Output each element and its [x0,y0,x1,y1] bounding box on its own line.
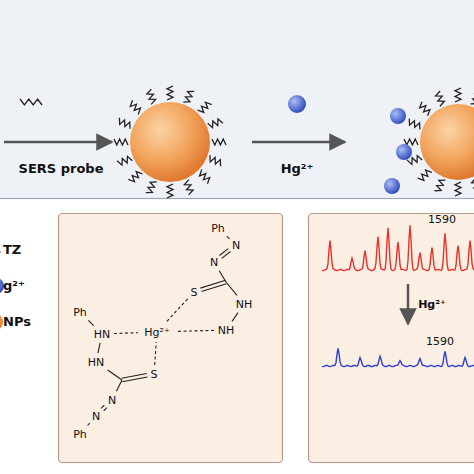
mercury-ion [288,95,306,113]
atom-label: N [92,411,100,422]
ligand-chain [210,155,221,166]
ligand-chain [167,184,173,198]
ligand-chain [146,182,157,193]
structure-panel: PhNNSNHNHHg²⁺PhHNHNSNNPh [58,213,282,462]
atom-label: HN [94,329,111,340]
ligand-chain [114,139,128,145]
legend-label: NPs [3,315,31,328]
mercury-ion [396,144,412,160]
chemical-bond [104,408,107,411]
ligand-chain [455,182,461,196]
panel-background [0,0,474,199]
raman-spectrum [322,348,474,366]
ligand-chain [184,180,193,195]
ligand-chain [117,156,132,165]
ligand-chain [183,91,194,102]
ligand-chain [409,119,420,130]
step-label: Hg²⁺ [281,162,314,175]
ligand-chain [472,178,474,193]
mercury-ion [384,178,400,194]
peak-label: 1590 [428,214,456,225]
chemical-bond [88,423,90,425]
ligand-chain [404,139,418,145]
atom-label: HN [88,357,105,368]
ligand-chain [200,170,210,184]
legend-label: TZ [3,243,21,256]
ligand-chain [418,170,432,180]
chemical-bond [122,377,147,382]
chemical-bond [226,282,237,295]
raman-spectrum [322,225,474,270]
decrease-arrow [407,284,410,324]
ligand-chain [167,86,173,100]
chemical-bond [88,320,93,325]
coordination-bond [166,299,188,323]
ligand-chain [455,88,461,102]
ligand-chain [119,118,130,129]
atom-label: Ph [211,223,225,234]
peak-label: 1590 [426,336,454,347]
spectrum-panel: 1590Hg²⁺1590 [308,213,474,462]
chemical-bond [98,343,100,353]
chemical-bond [201,284,226,292]
chemical-bond [108,370,122,380]
coordination-bond [155,342,157,365]
scheme-panel: SERS probe Hg²⁺ [0,0,474,198]
atom-label: NH [218,325,235,336]
legend-label: g²⁺ [3,279,25,292]
mercury-ion [390,108,406,124]
atom-label: N [210,257,218,268]
atom-label: S [191,287,198,298]
chemical-bond [227,236,230,239]
gold-nanoparticle [420,104,474,180]
ligand-chain [212,139,226,145]
step-label: SERS probe [19,162,104,175]
reaction-arrow [252,141,345,144]
atom-label: N [108,395,116,406]
coordination-bond [114,332,138,334]
ligand-chain [130,100,140,114]
ligand-chain [435,180,446,191]
ion-label: Hg²⁺ [418,299,446,310]
atom-label: NH [236,299,253,310]
panel-background [59,214,283,463]
ligand-chain [471,93,474,104]
atom-label: S [151,369,158,380]
ligand-chain [147,89,156,104]
chemical-bond [116,380,122,391]
chemical-bond [219,249,228,256]
chemical-bond [232,313,238,322]
reaction-arrow [4,141,112,144]
ligand-chain [20,99,42,105]
coordination-bond [176,330,214,331]
ligand-chain [208,119,223,128]
chemical-bond [101,405,104,408]
atom-label: Hg²⁺ [144,327,169,338]
ligand-chain [420,102,430,116]
gold-nanoparticle [130,102,210,182]
ligand-chain [436,91,445,106]
ligand-chain [128,172,142,182]
gold-nanoparticle [0,313,3,331]
atom-label: N [232,240,240,251]
atom-label: Ph [73,307,87,318]
panel-background [309,214,474,463]
ligand-chain [198,102,212,112]
chemical-bond [200,280,225,288]
atom-label: Ph [73,429,87,440]
